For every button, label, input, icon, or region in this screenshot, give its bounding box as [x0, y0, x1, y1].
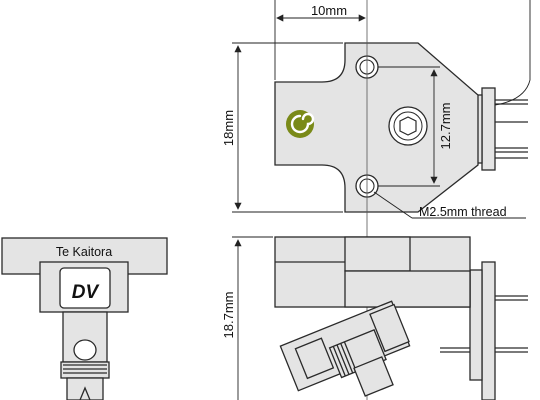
pin-leader [494, 0, 531, 106]
side-generator-assembly [279, 300, 411, 397]
front-stylus-hole [73, 339, 97, 361]
dim-body-height: 18.7mm [221, 236, 273, 400]
top-view: 10mm 18mm 12.7mm M2.5mm thread [221, 0, 531, 400]
dim-height-label: 18mm [221, 110, 236, 146]
hex-socket-screw-icon [388, 106, 428, 146]
thread-label: M2.5mm thread [419, 205, 507, 219]
model-badge [59, 267, 111, 309]
side-top-block [344, 236, 411, 272]
dim-body-height-label: 18.7mm [221, 292, 236, 339]
brand-label: Te Kaitora [56, 245, 112, 259]
dim-width: 10mm [274, 0, 366, 80]
thread-callout: M2.5mm thread [373, 191, 526, 219]
spiral-logo-icon [286, 110, 315, 138]
dim-height: 18mm [221, 42, 343, 213]
dim-hole-spacing-label: 12.7mm [438, 103, 453, 150]
output-pins-side [440, 261, 528, 400]
dim-hole-spacing: 12.7mm [378, 66, 453, 187]
front-view: Te Kaitora DV [1, 237, 168, 400]
cartridge-top-body [274, 42, 479, 213]
dim-width-label: 10mm [311, 3, 347, 18]
side-view: 18.7mm [221, 236, 528, 400]
output-pins-top [469, 87, 528, 171]
model-label: DV [72, 282, 100, 303]
